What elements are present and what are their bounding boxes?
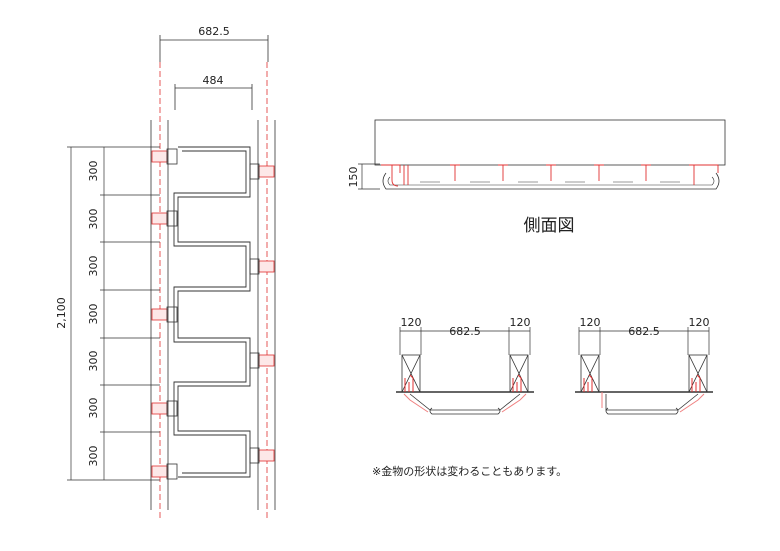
segment-label-1: 300 bbox=[87, 161, 100, 182]
right-brackets bbox=[258, 165, 275, 462]
side-view-title: 側面図 bbox=[524, 216, 575, 236]
section-view-2: 120 682.5 120 bbox=[575, 316, 713, 415]
right-bracket-tabs bbox=[249, 163, 260, 464]
segment-label-2: 300 bbox=[87, 209, 100, 230]
segment-label-5: 300 bbox=[87, 351, 100, 372]
section-1-left-label: 120 bbox=[401, 316, 422, 329]
segment-label-3: 300 bbox=[87, 256, 100, 277]
section-2-brackets bbox=[583, 374, 705, 413]
hardware-shape-note: ※金物の形状は変わることもあります。 bbox=[372, 464, 567, 478]
zigzag-frame bbox=[173, 146, 251, 478]
side-height-label: 150 bbox=[347, 167, 360, 188]
inner-width-dimension bbox=[174, 84, 253, 110]
segment-label-6: 300 bbox=[87, 398, 100, 419]
section-2-dimension bbox=[578, 327, 710, 355]
side-height-dimension bbox=[358, 163, 380, 190]
left-brackets bbox=[151, 150, 168, 478]
segment-label-7: 300 bbox=[87, 446, 100, 467]
section-1-dimension bbox=[399, 327, 531, 355]
side-hangers bbox=[381, 164, 719, 187]
left-stringer bbox=[150, 120, 169, 510]
section-2-right-label: 120 bbox=[689, 316, 710, 329]
right-stringer bbox=[257, 120, 276, 510]
overall-width-dimension bbox=[159, 35, 269, 62]
total-length-label: 2,100 bbox=[55, 297, 68, 329]
side-rail bbox=[382, 172, 720, 190]
plan-view: 682.5 484 bbox=[55, 25, 276, 520]
left-bracket-tabs bbox=[166, 148, 178, 480]
section-2-left-label: 120 bbox=[580, 316, 601, 329]
section-1-brackets bbox=[403, 374, 527, 413]
segment-dimension-lines bbox=[67, 146, 160, 481]
side-view: 150 側面図 bbox=[347, 119, 726, 236]
section-1-right-label: 120 bbox=[510, 316, 531, 329]
section-view-1: 120 682.5 120 bbox=[396, 316, 534, 415]
side-deck bbox=[374, 119, 726, 166]
inner-width-label: 484 bbox=[203, 74, 224, 87]
section-2-middle-label: 682.5 bbox=[628, 325, 660, 338]
centerlines bbox=[159, 62, 268, 520]
overall-width-label: 682.5 bbox=[198, 25, 230, 38]
section-1-middle-label: 682.5 bbox=[449, 325, 481, 338]
segment-label-4: 300 bbox=[87, 304, 100, 325]
